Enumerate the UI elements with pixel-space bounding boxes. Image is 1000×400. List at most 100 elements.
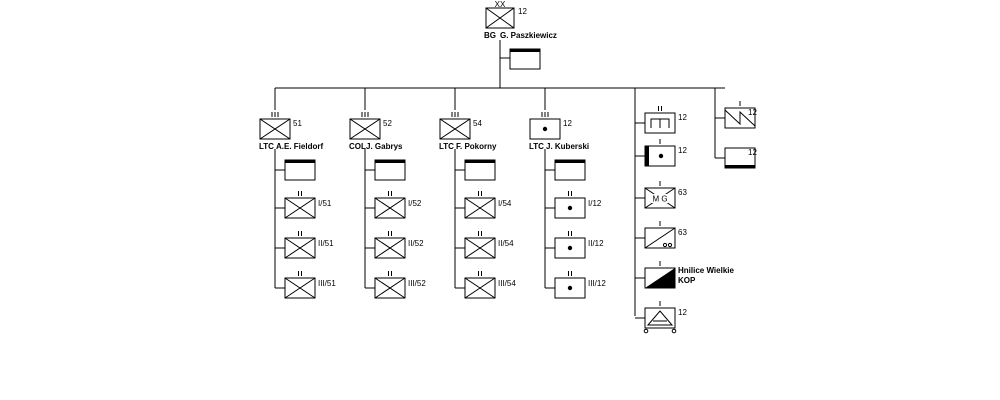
- cross-line: [259, 118, 291, 140]
- artillery-symbol: [554, 277, 586, 299]
- regiment-commander-rank: COL: [349, 142, 366, 151]
- signal-symbol: [724, 107, 756, 129]
- hq-supply-symbol: [724, 147, 756, 169]
- support-unit-label: 63: [678, 188, 687, 197]
- battalion-label: II/51: [318, 239, 334, 248]
- battalion-I-54: I/54: [455, 191, 512, 219]
- regiment-number: 12: [563, 119, 572, 128]
- cross-line: [464, 197, 496, 219]
- battalion-label: I/54: [498, 199, 512, 208]
- cross-line: [284, 237, 316, 259]
- regiment-commander-rank: LTC: [439, 142, 454, 151]
- infantry-symbol: [464, 197, 496, 219]
- infantry-symbol: [374, 277, 406, 299]
- battalion-label: II/12: [588, 239, 604, 248]
- battalion-label: II/52: [408, 239, 424, 248]
- regiment-hq-box: [284, 159, 316, 181]
- battalion-label: III/12: [588, 279, 606, 288]
- support-unit-label: 12: [678, 146, 687, 155]
- infantry-symbol: [374, 197, 406, 219]
- division-commander-rank: BG: [484, 31, 496, 40]
- triangle-wheeled-symbol: [643, 307, 677, 334]
- support2-unit-2: 12: [715, 147, 757, 169]
- cross-line: [439, 118, 471, 140]
- regiment-commander-name: J. Gabrys: [366, 142, 403, 151]
- support2-unit-1: 12: [715, 101, 757, 129]
- mg-text: M G: [652, 195, 667, 204]
- battalion-label: I/52: [408, 199, 422, 208]
- infantry-symbol: [464, 277, 496, 299]
- support-unit-label: 12: [748, 148, 757, 157]
- infantry-symbol: [259, 118, 291, 140]
- support-column-2: 12 12: [714, 88, 757, 169]
- battalion-I-52: I/52: [365, 191, 422, 219]
- support-unit-1: 12: [635, 106, 687, 134]
- battalion-II-54: II/54: [455, 231, 514, 259]
- heavy-artillery-symbol: [644, 145, 676, 167]
- battalion-III-51: III/51: [275, 271, 336, 299]
- diag-line: [644, 227, 676, 249]
- battalion-label: II/54: [498, 239, 514, 248]
- division-echelon: XX: [495, 0, 506, 9]
- support-unit-6: 12: [635, 301, 687, 334]
- cross-line: [284, 277, 316, 299]
- battalion-label: III/51: [318, 279, 336, 288]
- battalion-label: I/51: [318, 199, 332, 208]
- regiment-commander-rank: LTC: [259, 142, 274, 151]
- infantry-symbol: [439, 118, 471, 140]
- support-unit-2: 12: [635, 139, 687, 167]
- division-commander-name: G. Paszkiewicz: [500, 31, 557, 40]
- cross-line: [464, 237, 496, 259]
- infantry-symbol: [464, 237, 496, 259]
- support-unit-label: 12: [678, 308, 687, 317]
- infantry-symbol: [284, 197, 316, 219]
- support-unit-label: 63: [678, 228, 687, 237]
- infantry-symbol: [349, 118, 381, 140]
- division-unit: XX 12 BG G. Paszkiewicz: [484, 0, 557, 40]
- battalion-II-12: II/12: [545, 231, 604, 259]
- regiment-commander-name: J. Kuberski: [546, 142, 589, 151]
- regiment-commander-name: A.E. Fieldorf: [276, 142, 323, 151]
- machine-gun-symbol: M G: [644, 187, 676, 209]
- artillery-symbol: [529, 118, 561, 140]
- regiment-commander-name: F. Pokorny: [456, 142, 497, 151]
- cross-line: [284, 197, 316, 219]
- cross-line: [349, 118, 381, 140]
- battalion-III-54: III/54: [455, 271, 516, 299]
- support-unit-label: 12: [748, 108, 757, 117]
- division-hq-box: [509, 48, 541, 70]
- artillery-symbol: [554, 197, 586, 219]
- battalion-I-51: I/51: [275, 191, 332, 219]
- regiment-number: 52: [383, 119, 392, 128]
- cross-line: [374, 237, 406, 259]
- wheeled-cavalry-symbol: [644, 227, 676, 249]
- regiment-number: 51: [293, 119, 302, 128]
- regiment-hq-box: [374, 159, 406, 181]
- regiment-hq-box: [464, 159, 496, 181]
- support-unit-4: 63: [635, 221, 687, 249]
- support-unit-label: 12: [678, 113, 687, 122]
- infantry-symbol: [374, 237, 406, 259]
- battalion-II-52: II/52: [365, 231, 424, 259]
- regiment-number: 54: [473, 119, 482, 128]
- battalion-I-12: I/12: [545, 191, 602, 219]
- battalion-label: I/12: [588, 199, 602, 208]
- engineer-symbol: [644, 112, 676, 134]
- cross-line: [374, 197, 406, 219]
- regiment-commander-rank: LTC: [529, 142, 544, 151]
- infantry-symbol: [284, 237, 316, 259]
- division-number: 12: [518, 7, 527, 16]
- cross-line: [374, 277, 406, 299]
- regiment-hq-box: [554, 159, 586, 181]
- artillery-symbol: [554, 237, 586, 259]
- support-unit-label-2: KOP: [678, 276, 696, 285]
